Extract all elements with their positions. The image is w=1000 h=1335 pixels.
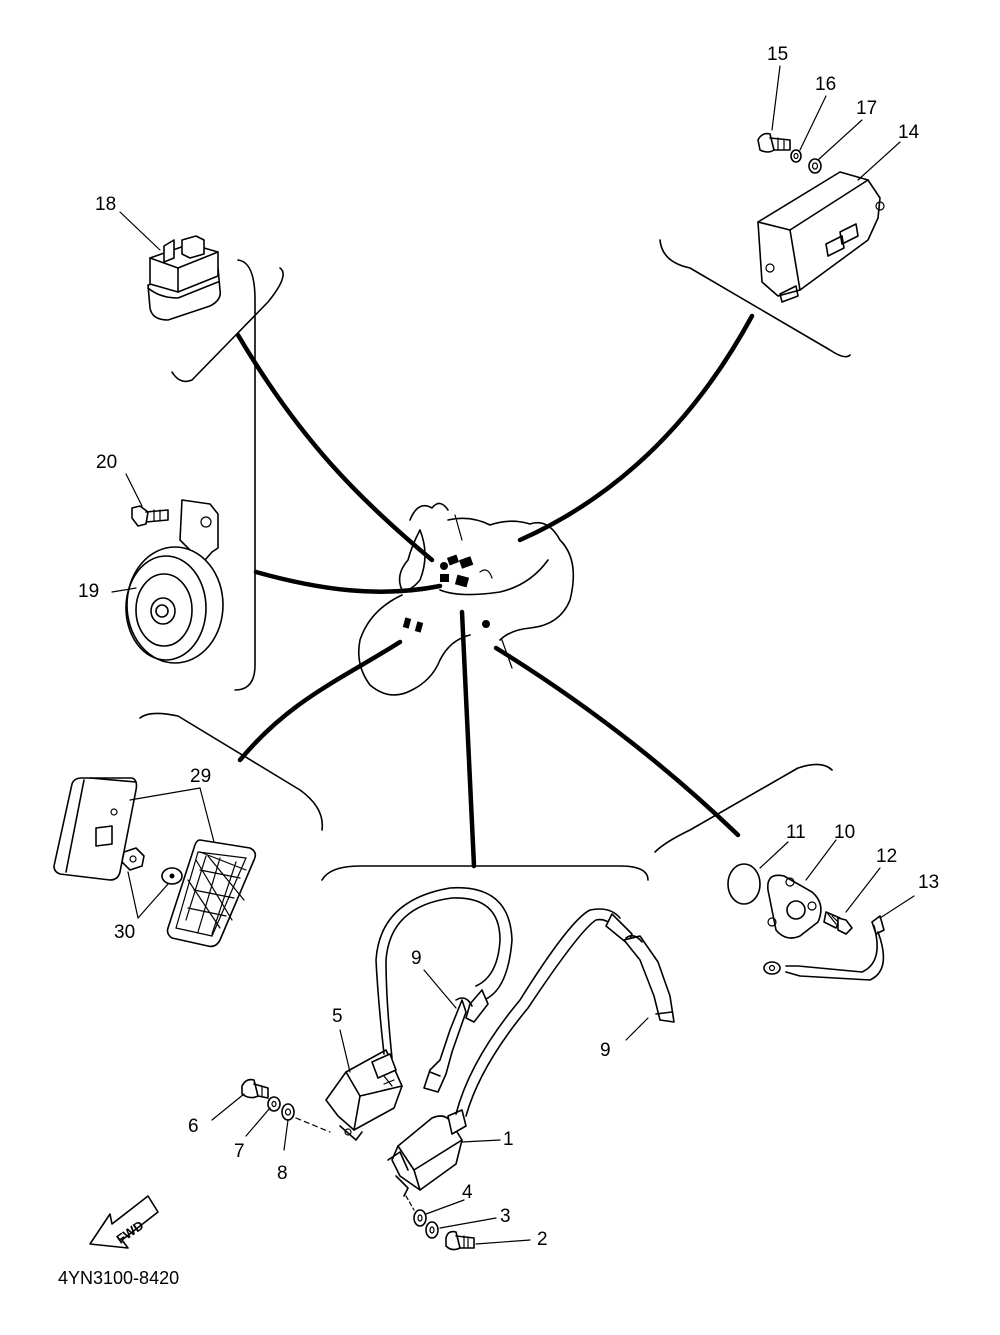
assembly-line-5 xyxy=(295,1117,331,1133)
frame-cdi-unit xyxy=(659,239,851,358)
callout-8: 8 xyxy=(277,1163,288,1184)
screw-2 xyxy=(445,1230,475,1251)
callout-leaders xyxy=(111,65,915,1245)
callout-9-left: 9 xyxy=(411,948,422,969)
callout-18: 18 xyxy=(95,194,116,215)
washer-16 xyxy=(790,149,802,163)
nut-30 xyxy=(121,847,145,871)
screw-12 xyxy=(823,911,853,935)
callout-17: 17 xyxy=(856,98,877,119)
ignition-coil-1 xyxy=(387,1109,467,1197)
callout-16: 16 xyxy=(815,74,836,95)
neutral-switch-10 xyxy=(767,874,822,939)
callout-19: 19 xyxy=(78,581,99,602)
callout-7: 7 xyxy=(234,1141,245,1162)
callout-11: 11 xyxy=(786,822,806,843)
reflector-part xyxy=(53,777,257,948)
leader-ignition xyxy=(459,609,477,869)
callout-20: 20 xyxy=(96,452,117,473)
leader-neutral xyxy=(493,645,741,838)
callout-4: 4 xyxy=(462,1182,473,1203)
ignition-coil-5 xyxy=(325,1049,403,1141)
leader-horn xyxy=(253,569,443,594)
frame-horn xyxy=(234,259,256,691)
o-ring-11 xyxy=(727,863,761,905)
washer-30 xyxy=(161,867,183,885)
callout-1: 1 xyxy=(503,1129,514,1150)
callout-3: 3 xyxy=(500,1206,511,1227)
callout-5: 5 xyxy=(332,1006,343,1027)
horn-part xyxy=(125,499,224,664)
screw-15 xyxy=(757,132,791,153)
frame-reflector xyxy=(139,712,324,831)
leader-reflector xyxy=(237,639,403,763)
lead-wire-13 xyxy=(763,915,885,981)
washer-4 xyxy=(413,1209,427,1227)
nut-8 xyxy=(281,1103,295,1121)
callout-15: 15 xyxy=(767,44,788,65)
ht-cables xyxy=(375,886,675,1117)
frame-ignition xyxy=(321,865,649,881)
callout-12: 12 xyxy=(876,846,897,867)
drawing-code: 4YN3100-8420 xyxy=(58,1268,179,1288)
assembly-line-1 xyxy=(405,1195,415,1211)
group-frames xyxy=(139,239,851,881)
relay-part xyxy=(147,235,222,321)
callout-9-right: 9 xyxy=(600,1040,611,1061)
leader-cdi xyxy=(517,313,755,543)
callout-labels: 1 2 3 4 5 6 7 8 9 9 10 11 12 13 14 15 16… xyxy=(78,44,939,1250)
callout-2: 2 xyxy=(537,1229,548,1250)
washer-17 xyxy=(808,158,822,174)
forward-direction-arrow: FWD xyxy=(89,1195,159,1249)
leader-relay xyxy=(235,332,435,563)
frame-relay xyxy=(171,267,284,383)
bolt-20 xyxy=(131,505,169,527)
frame-neutral-switch xyxy=(654,763,833,853)
screw-6 xyxy=(241,1078,269,1099)
engine-outline xyxy=(357,502,575,696)
callout-6: 6 xyxy=(188,1116,199,1137)
callout-10: 10 xyxy=(834,822,855,843)
callout-14: 14 xyxy=(898,122,920,143)
washer-7 xyxy=(267,1096,281,1112)
callout-29: 29 xyxy=(190,766,211,787)
callout-30: 30 xyxy=(114,922,135,943)
callout-13: 13 xyxy=(918,872,939,893)
washer-3 xyxy=(425,1221,439,1239)
leader-lines xyxy=(235,313,755,869)
cdi-unit-part xyxy=(757,171,885,303)
